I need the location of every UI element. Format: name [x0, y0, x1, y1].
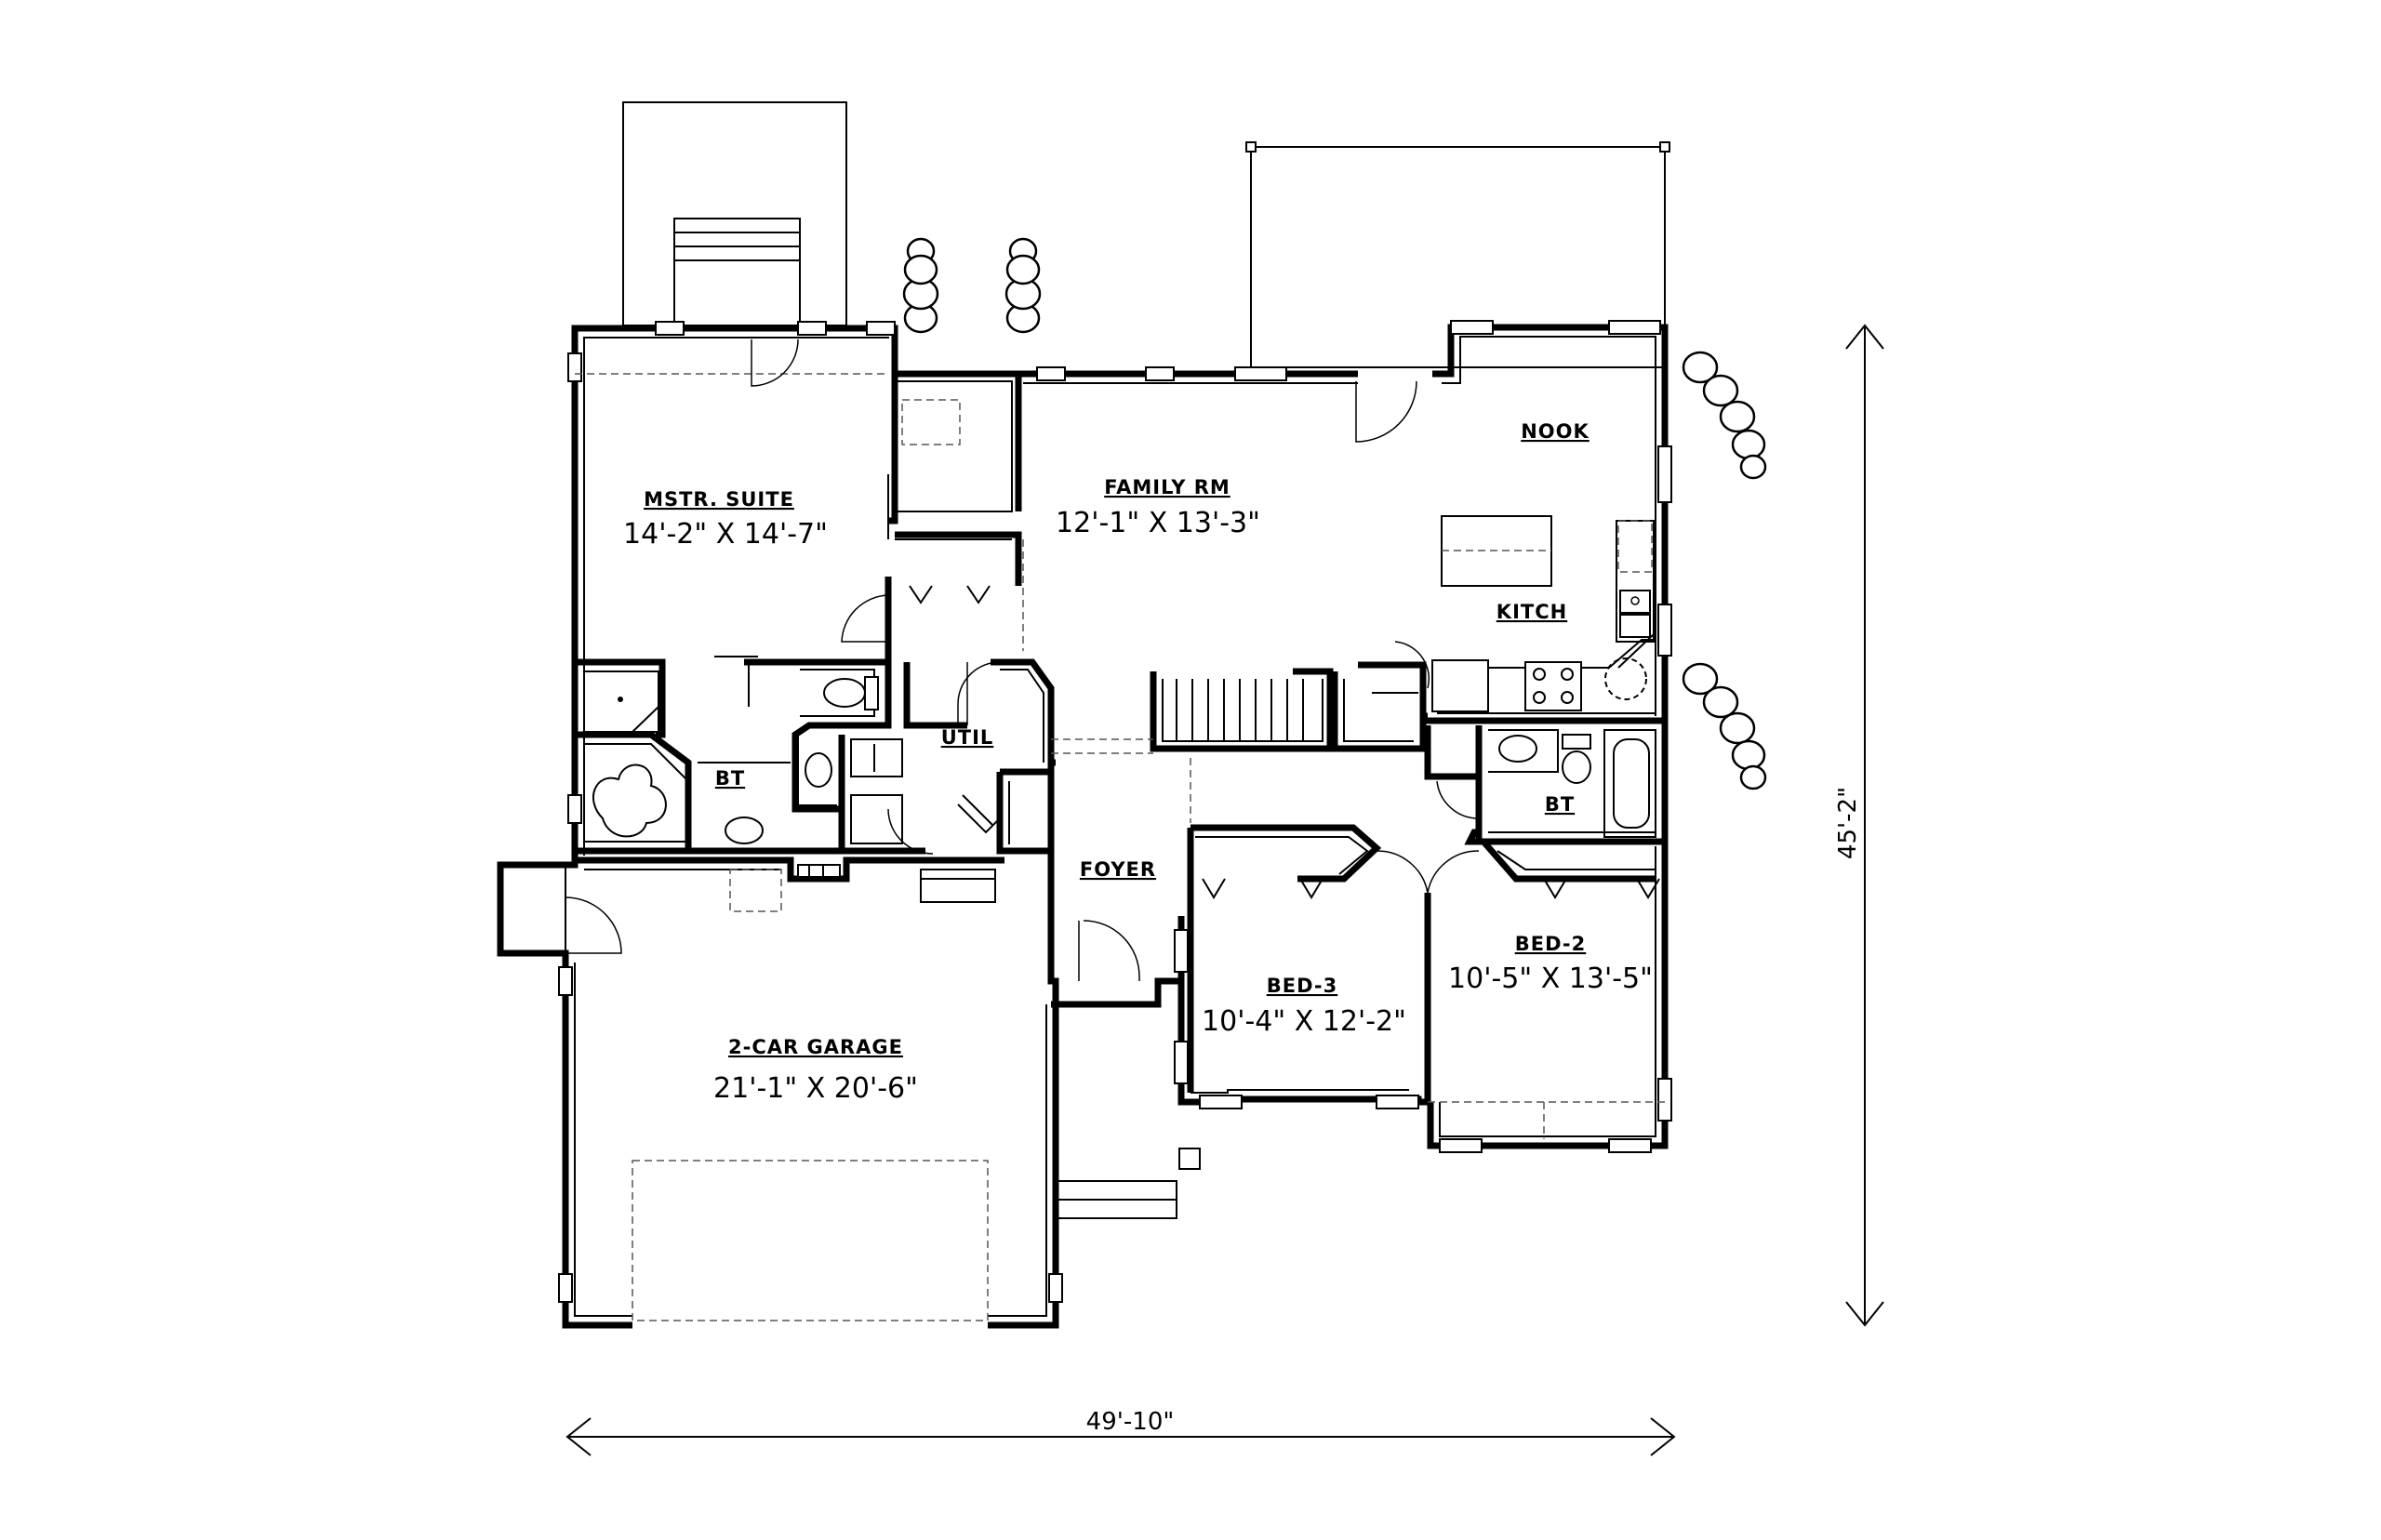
- windows: [558, 320, 1672, 1303]
- door-swings: [565, 339, 1480, 981]
- family-room-label: FAMILY RM: [1104, 476, 1230, 498]
- interior-walls: [499, 373, 1665, 1321]
- bed3-dims: 10'-4" X 12'-2": [1202, 1005, 1406, 1038]
- depth-dimension: [1845, 324, 1884, 1327]
- rear-covered-patio: [1245, 141, 1670, 368]
- utility-label: UTIL: [941, 726, 994, 749]
- master-patio: [622, 101, 847, 326]
- overall-width-label: 49'-10": [1086, 1408, 1175, 1436]
- stairs: [1150, 668, 1334, 752]
- bed2-dims: 10'-5" X 13'-5": [1448, 962, 1653, 995]
- master-bath-label: BT: [715, 767, 745, 790]
- master-suite-label: MSTR. SUITE: [644, 488, 794, 511]
- width-dimension: [565, 1417, 1676, 1456]
- hall-bath-label: BT: [1545, 793, 1575, 816]
- kitchen-counters: [1431, 515, 1655, 712]
- nook-label: NOOK: [1521, 420, 1590, 443]
- master-suite-dims: 14'-2" X 14'-7": [623, 518, 828, 551]
- overall-depth-label: 45'-2": [1834, 787, 1862, 859]
- bed2-label: BED-2: [1515, 933, 1587, 955]
- exterior-walls: [497, 324, 1669, 1329]
- family-room-dims: 12'-1" X 13'-3": [1056, 507, 1260, 539]
- kitchen-label: KITCH: [1496, 601, 1567, 623]
- bed3-label: BED-3: [1267, 975, 1338, 997]
- landscape-shrubs: [902, 237, 1767, 790]
- garage-label: 2-CAR GARAGE: [728, 1036, 903, 1058]
- foyer-label: FOYER: [1080, 858, 1156, 881]
- garage-dims: 21'-1" X 20'-6": [713, 1072, 918, 1105]
